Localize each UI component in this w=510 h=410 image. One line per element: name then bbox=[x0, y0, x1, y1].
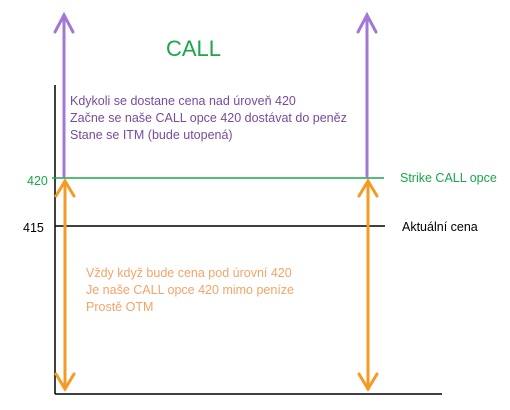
strike-value-label: 420 bbox=[27, 174, 48, 188]
orange-arrow-right bbox=[357, 178, 379, 392]
purple-arrow-left bbox=[53, 11, 75, 178]
below-text-line: Prostě OTM bbox=[86, 300, 154, 314]
diagram-title: CALL bbox=[166, 36, 222, 61]
strike-line-label: Strike CALL opce bbox=[400, 171, 497, 185]
below-text-line: Je naše CALL opce 420 mimo peníze bbox=[86, 283, 294, 297]
above-text-line: Kdykoli se dostane cena nad úroveň 420 bbox=[70, 94, 296, 108]
current-line-label: Aktuální cena bbox=[402, 220, 478, 234]
purple-arrow-right bbox=[356, 11, 378, 178]
above-strike-text: Kdykoli se dostane cena nad úroveň 420 Z… bbox=[70, 93, 347, 144]
current-value-label: 415 bbox=[23, 221, 44, 235]
orange-arrow-left bbox=[54, 178, 76, 392]
below-text-line: Vždy když bude cena pod úrovní 420 bbox=[86, 266, 292, 280]
above-text-line: Stane se ITM (bude utopená) bbox=[70, 128, 233, 142]
above-text-line: Začne se naše CALL opce 420 dostávat do … bbox=[70, 111, 347, 125]
below-strike-text: Vždy když bude cena pod úrovní 420 Je na… bbox=[86, 265, 294, 316]
